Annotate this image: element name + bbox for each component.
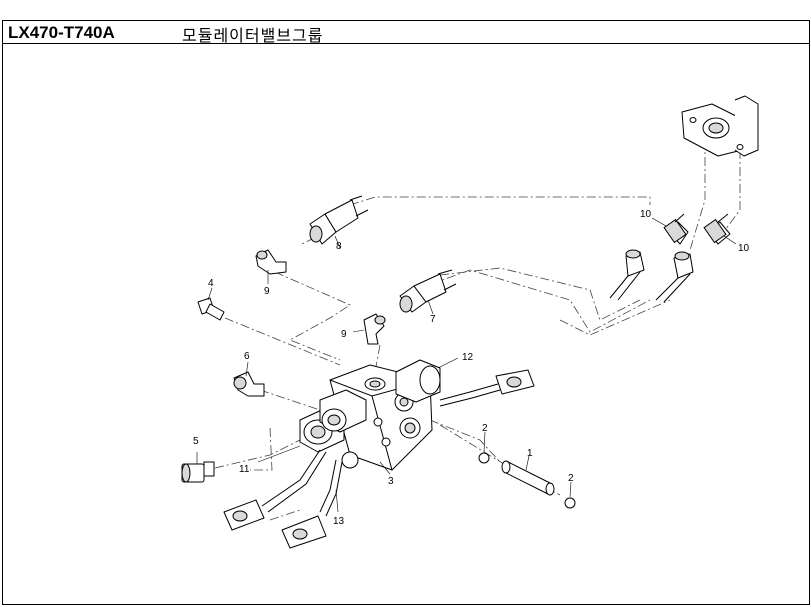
callout-8: 8 — [336, 241, 342, 252]
pin-1 — [501, 460, 555, 496]
callout-11: 11 — [239, 464, 250, 475]
flange-mount — [681, 95, 759, 157]
callout-13: 13 — [333, 516, 345, 527]
callout-9: 9 — [264, 286, 270, 297]
callout-10: 10 — [738, 243, 750, 254]
title-bar: LX470-T740A 모듈레이터밸브그룹 — [2, 20, 810, 45]
part-code: LX470-T740A — [8, 23, 115, 42]
elbow-9-lower — [363, 313, 386, 345]
callout-3: 3 — [388, 476, 394, 487]
callout-9: 9 — [341, 329, 347, 340]
callout-2: 2 — [568, 473, 574, 484]
callout-1: 1 — [527, 448, 533, 459]
callout-4: 4 — [208, 278, 214, 289]
fitting-10-right — [703, 213, 731, 245]
elbow-6 — [233, 371, 265, 397]
plug-4 — [197, 297, 225, 321]
valve-body — [299, 359, 441, 471]
callout-2: 2 — [482, 423, 488, 434]
hose-ends-right — [609, 249, 694, 303]
wire-harness — [223, 369, 535, 549]
connection-lines — [214, 140, 741, 521]
callout-12: 12 — [462, 352, 474, 363]
callout-7: 7 — [430, 314, 436, 325]
callout-6: 6 — [244, 351, 250, 362]
callout-10: 10 — [640, 209, 652, 220]
leader-lines — [196, 217, 737, 513]
fitting-10-left — [663, 213, 689, 245]
o-rings-2 — [478, 452, 576, 509]
elbow-9-upper — [255, 249, 287, 275]
callout-labels: 1 2 2 3 4 5 6 7 8 9 9 10 10 11 12 13 — [193, 209, 750, 527]
hose-end-7 — [399, 269, 457, 313]
group-title: 모듈레이터밸브그룹 — [182, 26, 324, 45]
drawing-frame — [2, 20, 810, 605]
hose-end-8 — [309, 195, 369, 245]
callout-5: 5 — [193, 436, 199, 447]
fitting-5 — [181, 461, 215, 483]
